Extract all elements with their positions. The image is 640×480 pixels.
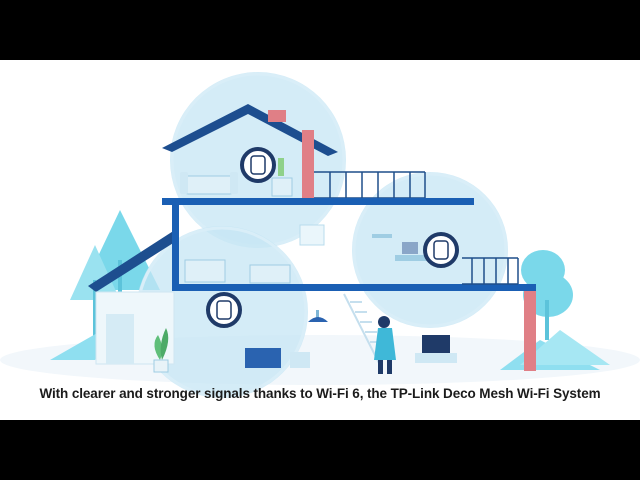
deco-router-icon	[240, 147, 276, 183]
plant	[278, 158, 284, 176]
side-table	[271, 177, 293, 197]
chimney	[302, 130, 314, 200]
chimney-top	[268, 110, 286, 122]
kitchen-counter	[245, 348, 281, 368]
potted-plant	[153, 328, 169, 373]
main-roof	[162, 104, 338, 156]
video-caption: With clearer and stronger signals thanks…	[39, 386, 601, 401]
lamp-cord	[316, 310, 319, 320]
desk	[395, 255, 435, 261]
kitchen-cabinet	[290, 352, 310, 368]
deco-router-icon	[423, 232, 459, 268]
deco-router-icon	[206, 292, 242, 328]
pillar	[524, 291, 536, 371]
tv-stand	[415, 353, 457, 363]
laptop	[402, 242, 418, 254]
shelf	[372, 234, 392, 238]
annex-roof	[88, 228, 178, 292]
window	[299, 224, 325, 246]
sofa	[180, 172, 238, 195]
balcony-railing	[462, 257, 519, 285]
person-icon	[374, 316, 396, 374]
floor-slab-middle	[172, 284, 536, 291]
house-illustration	[0, 72, 640, 398]
crib	[249, 264, 291, 284]
tv	[422, 335, 450, 353]
lamp	[308, 317, 328, 322]
annex-door	[106, 314, 134, 364]
illustration-scene: With clearer and stronger signals thanks…	[0, 60, 640, 420]
floor-slab-top	[162, 198, 474, 205]
wall-left-upper	[172, 205, 179, 285]
bed	[184, 259, 226, 283]
